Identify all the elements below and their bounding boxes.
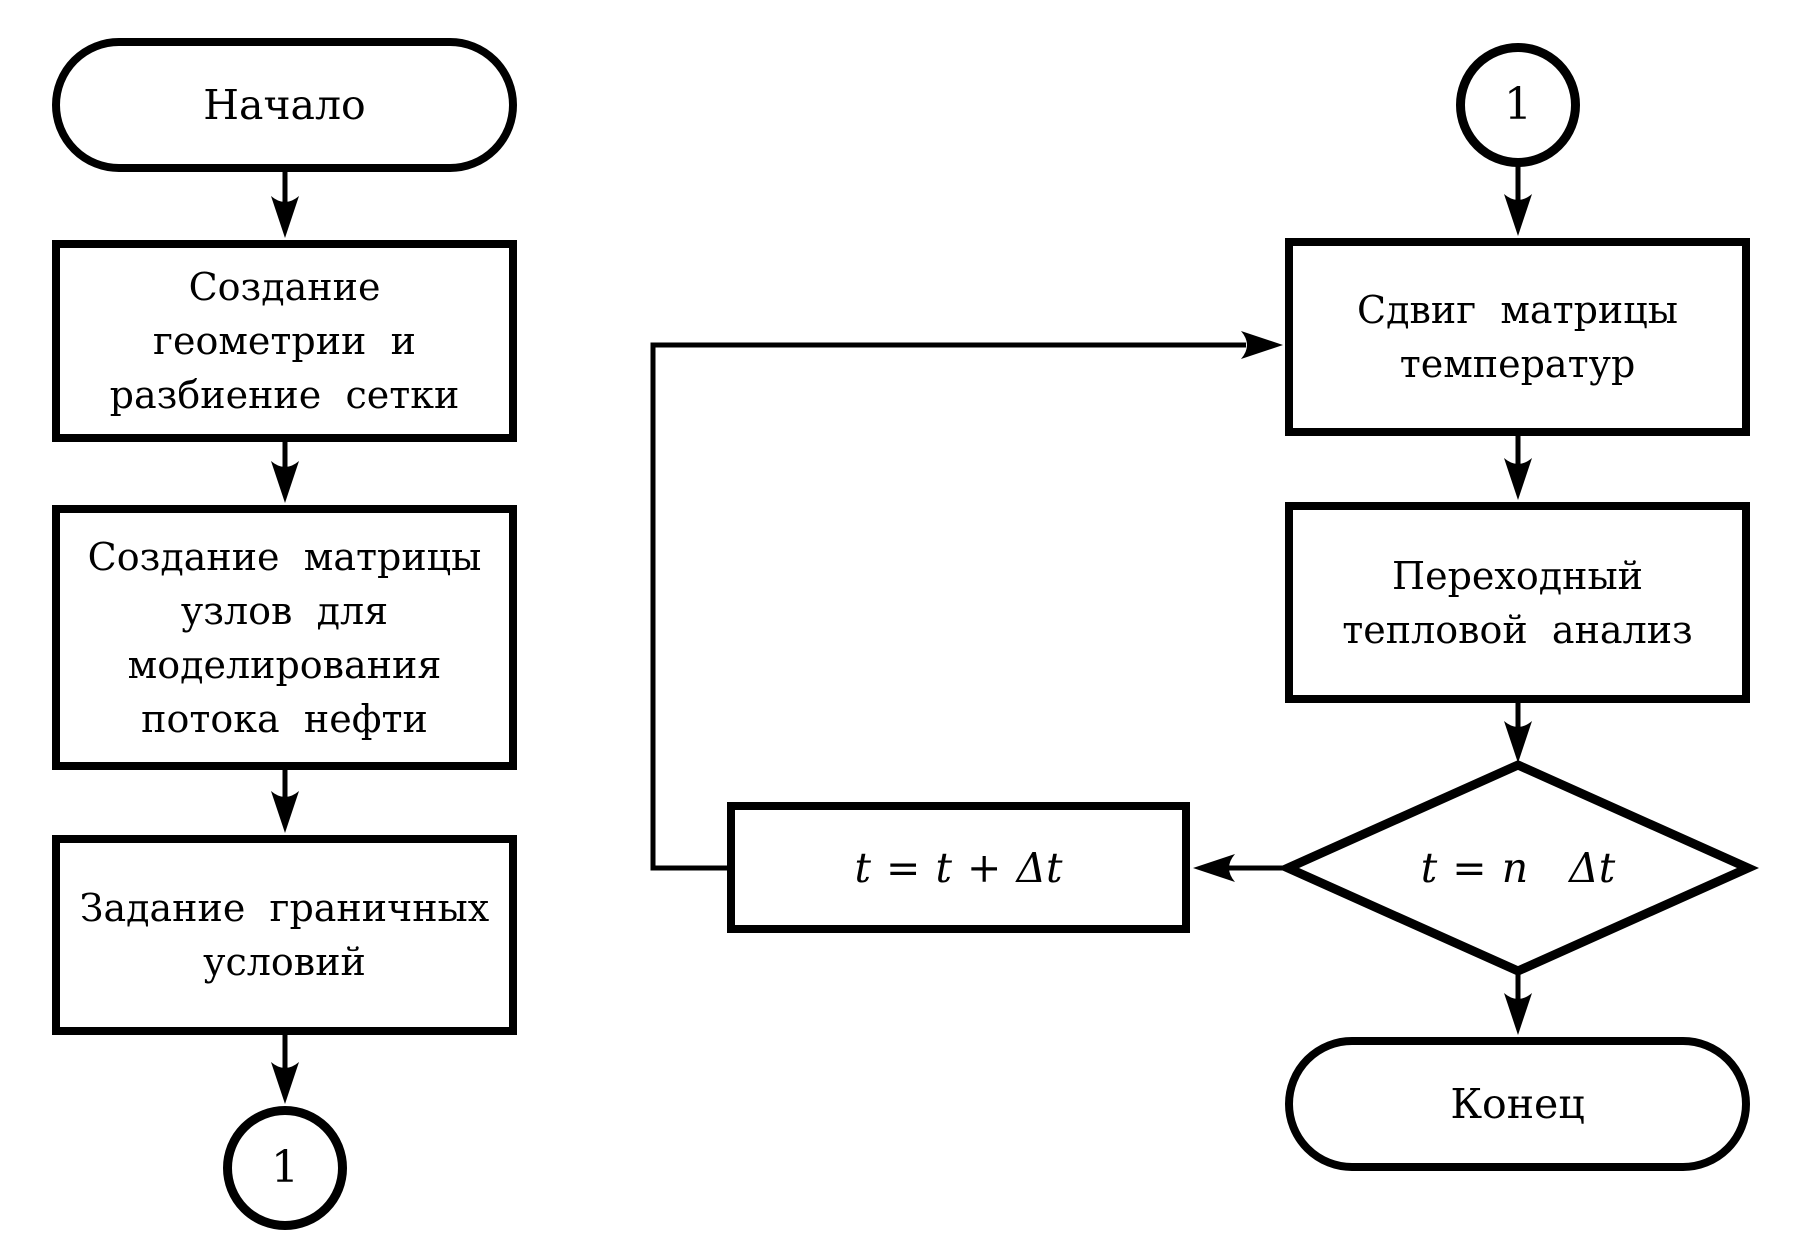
process-create-node-matrix-label: Создание матрицы узлов для моделирования…: [87, 534, 482, 741]
connector-1-left: 1: [223, 1106, 347, 1230]
process-boundary-conditions-label: Задание граничных условий: [79, 886, 490, 984]
decision-time-check-label: t = n Δt: [1420, 844, 1616, 892]
process-shift-temperature-matrix-label: Сдвиг матрицы температур: [1357, 288, 1678, 386]
feedback-loop-line: [650, 342, 1246, 871]
arrowhead-down-icon: [271, 791, 299, 833]
end-label: Конец: [1450, 1080, 1585, 1128]
arrowhead-down-icon: [271, 461, 299, 503]
process-create-node-matrix: Создание матрицы узлов для моделирования…: [52, 505, 517, 770]
end-terminator: Конец: [1285, 1037, 1750, 1171]
connector-1-right: 1: [1456, 43, 1580, 167]
process-increment-time-label: t = t + Δt: [854, 843, 1063, 892]
arrowhead-down-icon: [271, 1062, 299, 1104]
arrowheads: [271, 194, 1532, 1104]
process-create-geometry-label: Создание геометрии и разбиение сетки: [109, 265, 460, 417]
arrowhead-down-icon: [1504, 458, 1532, 500]
arrowhead-left-icon: [1193, 854, 1235, 882]
decision-diamond: [1276, 760, 1760, 976]
process-boundary-conditions: Задание граничных условий: [52, 835, 517, 1035]
start-terminator: Начало: [52, 38, 517, 172]
arrowhead-down-icon: [271, 196, 299, 238]
arrowhead-down-icon: [1504, 194, 1532, 236]
process-shift-temperature-matrix: Сдвиг матрицы температур: [1285, 238, 1750, 436]
start-label: Начало: [203, 81, 366, 129]
process-create-geometry: Создание геометрии и разбиение сетки: [52, 240, 517, 442]
arrowhead-down-icon: [1504, 721, 1532, 763]
connector-1-left-label: 1: [271, 1142, 299, 1193]
process-transient-thermal-analysis-label: Переходный тепловой анализ: [1342, 553, 1693, 652]
arrowhead-down-icon: [1504, 993, 1532, 1035]
flow-arrow-lines: [282, 165, 1521, 1070]
process-transient-thermal-analysis: Переходный тепловой анализ: [1285, 502, 1750, 703]
process-increment-time: t = t + Δt: [727, 802, 1190, 933]
connector-1-right-label: 1: [1504, 79, 1532, 130]
arrowhead-right-icon: [1241, 331, 1283, 359]
decision-time-check: t = n Δt: [1288, 765, 1748, 971]
